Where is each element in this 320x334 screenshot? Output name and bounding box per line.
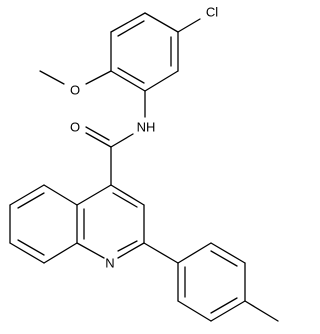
bond [110,12,146,33]
bonds [9,12,279,322]
molecule-structure: Cl O NH O N [9,5,279,322]
bond [110,133,134,148]
bond-inner [17,192,45,209]
bond [210,242,246,264]
bond [244,300,279,322]
chlorine-label: Cl [206,5,218,20]
bond [9,242,45,264]
methoxy-oxygen-label: O [70,83,80,98]
bond [110,184,145,206]
bond [85,132,112,148]
bond-inner [117,67,145,84]
bond [85,70,112,85]
bond [177,18,201,33]
bond-inner [210,297,238,314]
bond [210,300,246,322]
atom-labels: Cl O NH O N [70,5,218,271]
bond-inner [210,250,238,267]
bond [177,300,212,322]
bond [177,242,212,264]
bond [9,184,45,206]
bond-inner [117,240,138,252]
bond-inner [117,20,145,37]
bond [43,242,78,264]
bond [76,242,105,259]
amide-nitrogen-label: NH [137,120,156,135]
bond [43,184,78,206]
bond [144,12,179,33]
bond [76,184,112,206]
bond-inner [17,239,45,256]
bond [117,242,145,259]
bond-inner [112,192,138,208]
quinoline-nitrogen-label: N [105,256,114,271]
bond [39,70,65,85]
bond [143,242,179,264]
bond-double [85,126,110,141]
carbonyl-oxygen-label: O [70,120,80,135]
bond [144,70,179,92]
bond [110,70,146,92]
